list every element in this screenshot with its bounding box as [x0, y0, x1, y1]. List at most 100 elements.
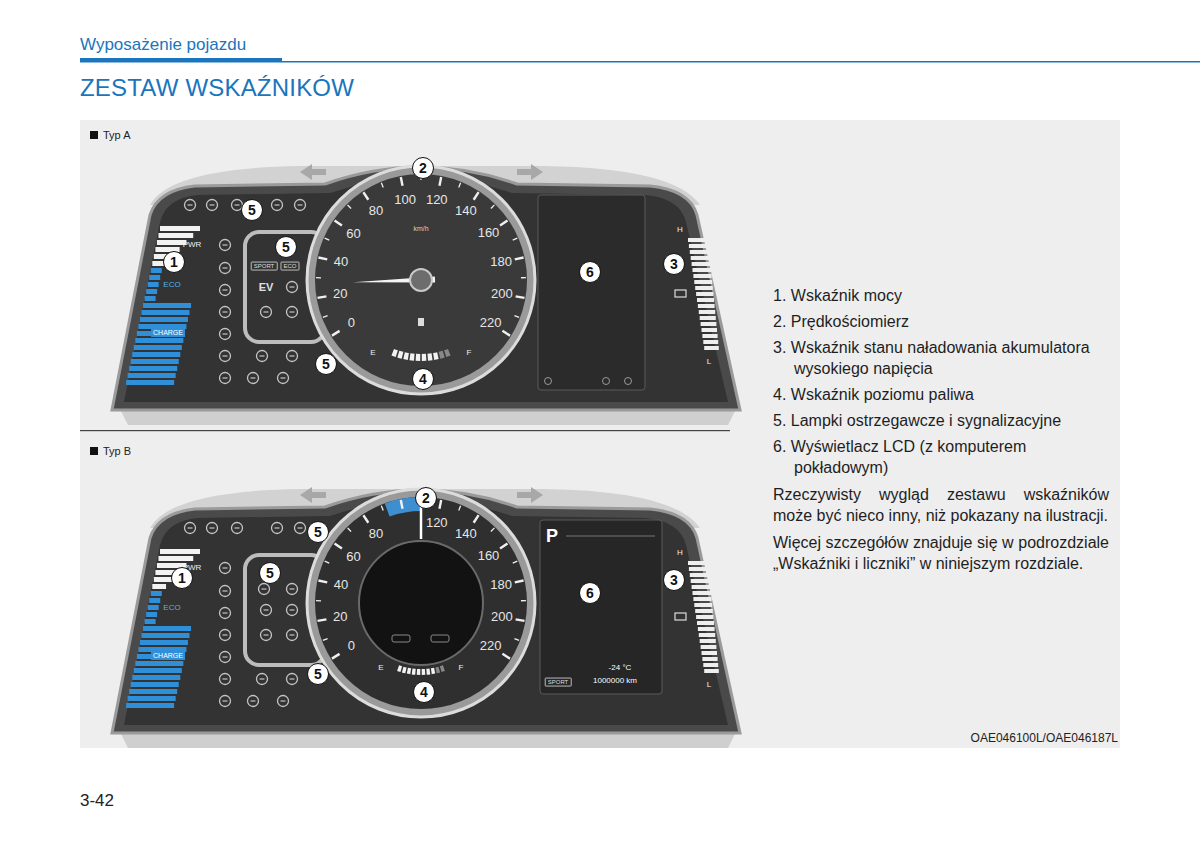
callout-text: 5	[314, 667, 322, 681]
callout-text: 5	[322, 357, 330, 371]
dial-number: 120	[426, 515, 448, 530]
charge-bar	[695, 286, 713, 290]
callout-text: 5	[282, 240, 290, 254]
dial-number: 140	[455, 204, 477, 219]
callout-number: 3	[663, 253, 685, 275]
fuel-segment	[435, 667, 440, 674]
power-bar	[143, 303, 191, 308]
charge-bar	[693, 274, 711, 278]
dial-number: 60	[346, 226, 360, 241]
warning-lamp	[220, 240, 231, 251]
fuel-mark: F	[459, 663, 464, 672]
gauge-ring	[307, 489, 535, 717]
power-bar	[129, 366, 177, 371]
display-icon	[431, 635, 449, 642]
charge-bar	[695, 609, 713, 613]
charge-bar	[689, 244, 709, 248]
dial-number: 0	[348, 316, 355, 331]
warning-lamp	[223, 567, 228, 568]
inner-display	[359, 541, 483, 665]
power-mark: CHARGE	[151, 329, 185, 337]
dial-number: 80	[369, 204, 383, 219]
power-bar	[148, 282, 159, 287]
gauge-tick	[348, 528, 351, 532]
callout-number: 2	[412, 157, 434, 179]
charge-bar	[703, 663, 718, 667]
charge-bar	[691, 579, 710, 583]
gauge-tick	[318, 619, 327, 621]
callout-text: 1	[178, 571, 186, 585]
warning-lamp	[287, 307, 298, 318]
charge-bar	[696, 615, 713, 619]
lcd-icon	[625, 378, 632, 385]
warning-lamp	[298, 204, 303, 205]
fuel-segment	[422, 354, 427, 361]
charge-bar	[701, 645, 717, 649]
cluster-type-a	[112, 164, 740, 425]
warning-lamp	[220, 329, 231, 340]
warning-lamp	[262, 588, 267, 589]
gauge-tick	[474, 515, 479, 523]
callout-number: 5	[259, 562, 281, 584]
charge-mark: H	[677, 548, 683, 557]
warning-lamp	[235, 204, 240, 205]
gauge-tick	[516, 619, 525, 621]
gauge-tick	[318, 296, 327, 298]
cluster-type-b	[112, 487, 740, 748]
dial-number: 40	[334, 255, 348, 270]
charge-bar	[699, 310, 715, 314]
warning-lamp	[223, 656, 228, 657]
charge-bar	[704, 346, 719, 350]
gauge-tick	[318, 258, 327, 260]
power-bar	[126, 380, 174, 385]
legend-item: 1. Wskaźnik mocy	[773, 285, 1109, 306]
warning-lamp	[207, 523, 218, 534]
warning-lamp	[210, 527, 215, 528]
power-bar	[151, 268, 162, 273]
warning-lamp	[223, 267, 228, 268]
gauge-tick	[474, 192, 479, 200]
warning-lamp	[290, 609, 295, 610]
page-number: 3-42	[80, 791, 114, 811]
gauge-tick	[332, 331, 340, 336]
callout-text: 2	[419, 161, 427, 175]
gauge-tick	[316, 277, 321, 278]
dial-number: 140	[455, 527, 477, 542]
callout-number: 1	[163, 251, 185, 273]
fuel-segment	[407, 668, 411, 674]
battery-icon	[675, 613, 686, 620]
power-mark: CHARGE	[151, 652, 185, 660]
callout-text: 4	[419, 372, 427, 386]
fuel-segment	[439, 351, 445, 359]
fuel-mark: E	[370, 348, 375, 357]
warning-lamp	[223, 634, 228, 635]
charge-bar	[703, 340, 718, 344]
gauge-tick	[521, 600, 526, 601]
power-bar	[157, 240, 187, 245]
fuel-segment	[397, 665, 402, 672]
gauge-ring	[307, 166, 535, 394]
dial-number: 220	[480, 316, 502, 331]
callout-text: 6	[586, 586, 594, 600]
warning-lamp	[278, 373, 289, 384]
fuel-segment	[403, 352, 409, 360]
bullet-square	[90, 447, 98, 455]
separator-line	[80, 430, 730, 431]
charge-bar	[693, 597, 711, 601]
dial-number: 180	[490, 578, 512, 593]
gauge-tick	[332, 654, 340, 659]
charge-bar	[702, 328, 718, 332]
indicator-text: SPORT	[251, 262, 278, 271]
unit-text: km/h	[413, 225, 428, 233]
callout-text: 3	[670, 257, 678, 271]
warning-lamp	[223, 700, 228, 701]
warning-lamp	[261, 307, 272, 318]
charge-bar	[700, 639, 716, 643]
battery-icon	[675, 290, 686, 297]
callout-text: 5	[314, 525, 322, 539]
fuel-segment	[440, 665, 445, 672]
gauge-tick	[439, 500, 441, 509]
power-bar	[149, 598, 160, 603]
warning-lamp	[278, 696, 289, 707]
